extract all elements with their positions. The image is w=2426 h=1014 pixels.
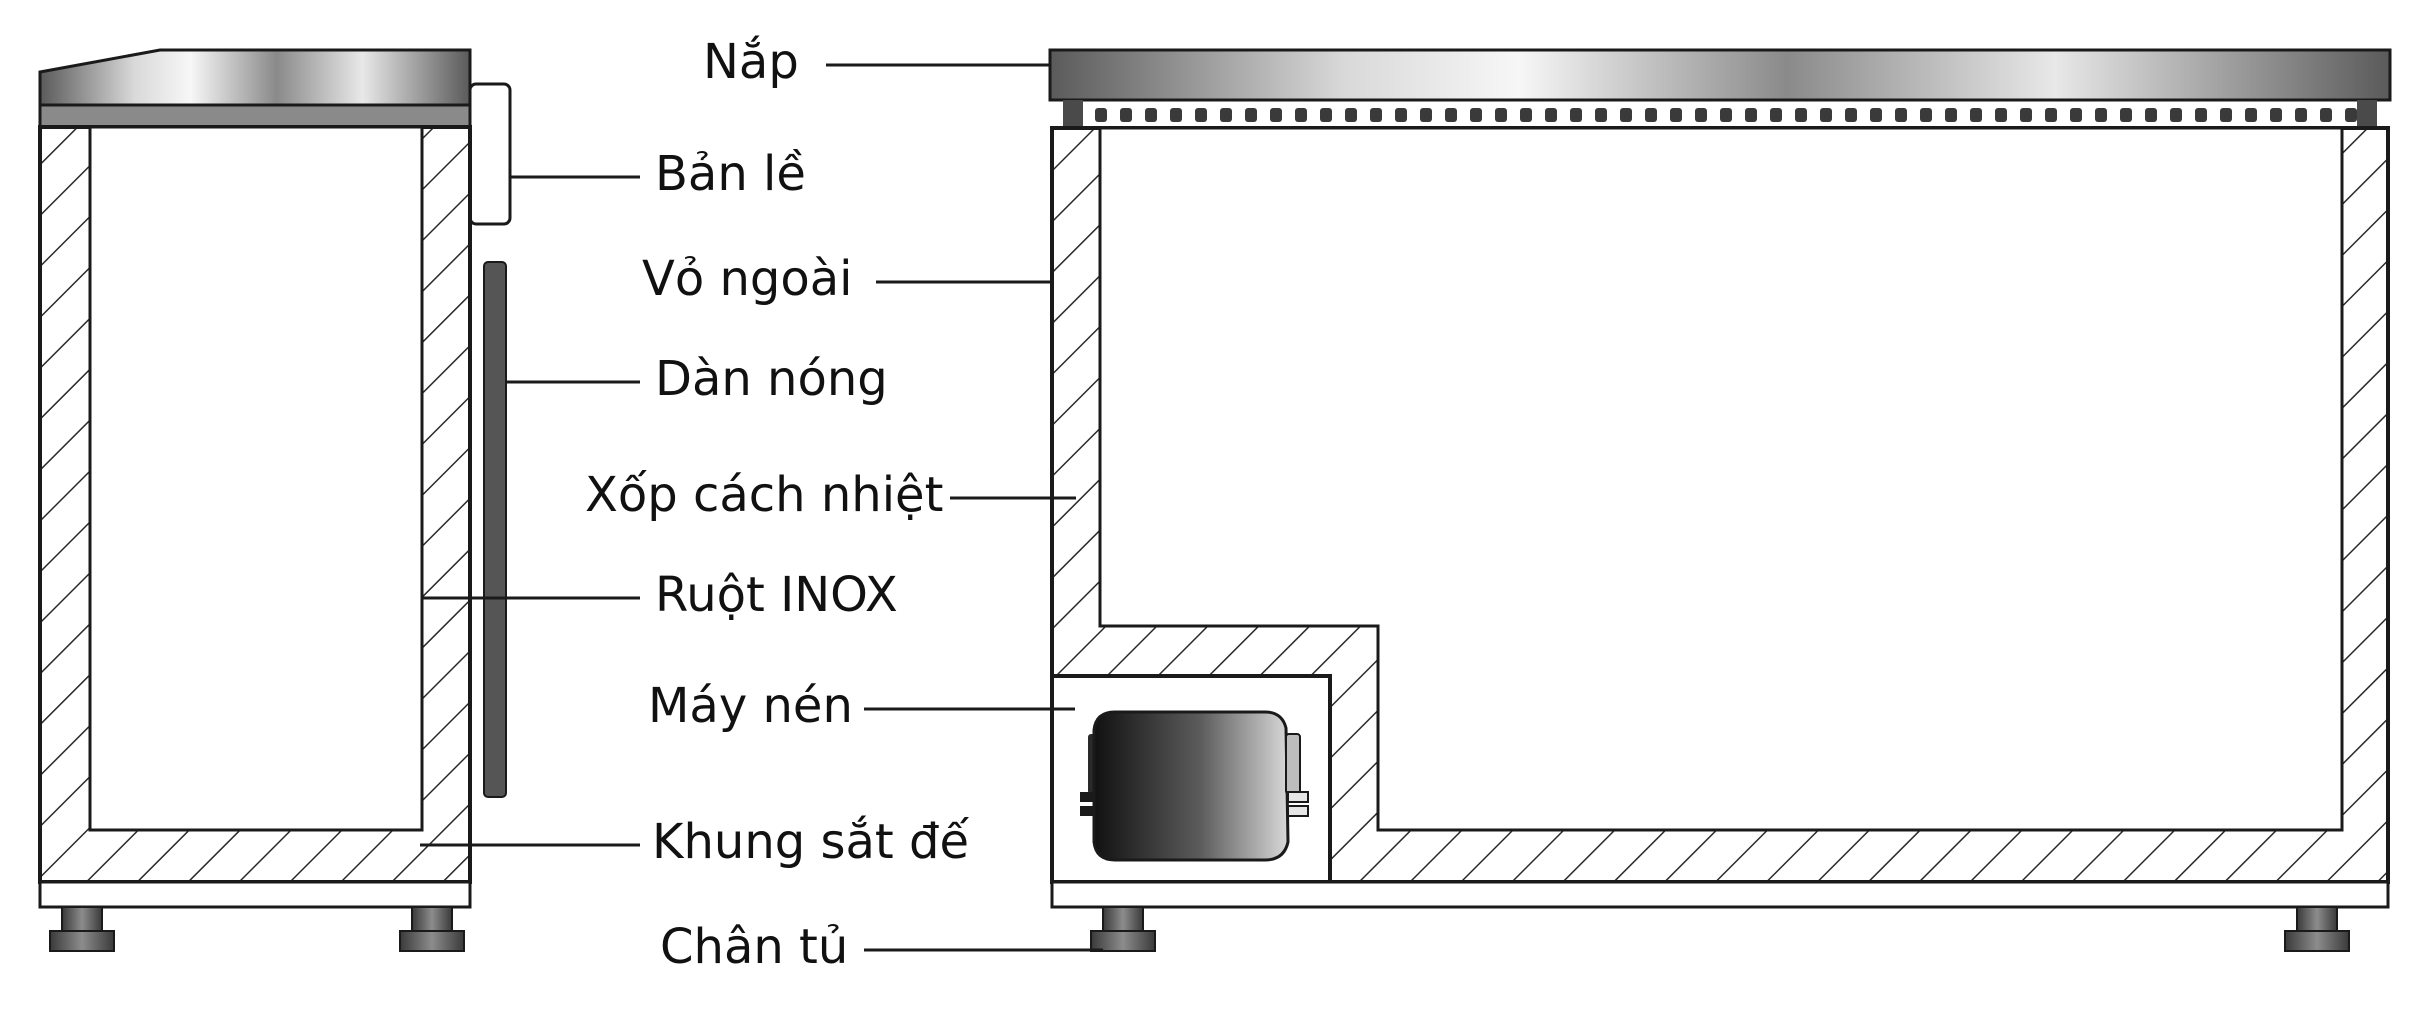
gasket-bead <box>1470 108 1482 122</box>
gasket-bead <box>2345 108 2357 122</box>
side-view <box>38 48 512 952</box>
gasket-bead <box>1545 108 1557 122</box>
gasket-bead <box>1445 108 1457 122</box>
label-compressor: Máy nén <box>648 678 853 734</box>
gasket-bead <box>2045 108 2057 122</box>
side-hinge <box>468 82 512 226</box>
gasket-bead <box>1120 108 1132 122</box>
gasket-bead <box>1970 108 1982 122</box>
front-lid-post-left <box>1063 100 1083 128</box>
gasket-bead <box>1195 108 1207 122</box>
gasket-bead <box>1795 108 1807 122</box>
gasket-bead <box>1370 108 1382 122</box>
gasket-bead <box>2320 108 2332 122</box>
label-outer-shell: Vỏ ngoài <box>642 251 853 307</box>
gasket-bead <box>2070 108 2082 122</box>
gasket-bead <box>1645 108 1657 122</box>
gasket-bead <box>1170 108 1182 122</box>
front-lid-gasket <box>1095 108 2357 122</box>
front-lid-post-right <box>2357 100 2377 128</box>
gasket-bead <box>2145 108 2157 122</box>
gasket-bead <box>1320 108 1332 122</box>
gasket-bead <box>1945 108 1957 122</box>
gasket-bead <box>1270 108 1282 122</box>
gasket-bead <box>1995 108 2007 122</box>
gasket-bead <box>2295 108 2307 122</box>
label-lid: Nắp <box>703 34 799 90</box>
gasket-bead <box>1695 108 1707 122</box>
gasket-bead <box>1845 108 1857 122</box>
gasket-bead <box>2270 108 2282 122</box>
side-lid <box>38 48 472 107</box>
gasket-bead <box>1345 108 1357 122</box>
front-lid <box>1048 48 2392 102</box>
gasket-bead <box>1395 108 1407 122</box>
label-base-frame: Khung sắt đế <box>652 814 969 870</box>
side-foot-left <box>49 906 115 952</box>
side-condenser <box>483 261 507 798</box>
front-inner-liner <box>1098 126 2344 832</box>
front-base-frame <box>1050 880 2390 909</box>
gasket-bead <box>2170 108 2182 122</box>
compressor-icon <box>1080 710 1309 862</box>
label-condenser: Dàn nóng <box>655 351 888 407</box>
label-feet: Chân tủ <box>660 919 849 975</box>
front-foot-left <box>1090 906 1156 952</box>
gasket-bead <box>1895 108 1907 122</box>
gasket-bead <box>1520 108 1532 122</box>
label-hinge: Bản lề <box>655 146 806 202</box>
gasket-bead <box>2120 108 2132 122</box>
gasket-bead <box>2195 108 2207 122</box>
gasket-bead <box>1570 108 1582 122</box>
front-foot-right <box>2284 906 2350 952</box>
gasket-bead <box>1420 108 1432 122</box>
side-lid-edge <box>38 103 472 129</box>
label-insulation-foam: Xốp cách nhiệt <box>585 467 944 523</box>
gasket-bead <box>1920 108 1932 122</box>
gasket-bead <box>1745 108 1757 122</box>
gasket-bead <box>2220 108 2232 122</box>
side-foot-right <box>399 906 465 952</box>
gasket-bead <box>1820 108 1832 122</box>
label-inox-liner: Ruột INOX <box>655 567 898 623</box>
gasket-bead <box>1295 108 1307 122</box>
side-base-frame <box>38 880 472 909</box>
gasket-bead <box>2245 108 2257 122</box>
gasket-bead <box>1870 108 1882 122</box>
gasket-bead <box>1095 108 1107 122</box>
front-view <box>1048 48 2392 952</box>
gasket-bead <box>1220 108 1232 122</box>
gasket-bead <box>2020 108 2032 122</box>
side-inner-liner <box>88 125 424 832</box>
leader-lines <box>420 63 1103 952</box>
gasket-bead <box>1495 108 1507 122</box>
gasket-bead <box>1595 108 1607 122</box>
gasket-bead <box>1770 108 1782 122</box>
gasket-bead <box>1145 108 1157 122</box>
gasket-bead <box>1670 108 1682 122</box>
gasket-bead <box>1245 108 1257 122</box>
gasket-bead <box>1620 108 1632 122</box>
gasket-bead <box>1720 108 1732 122</box>
gasket-bead <box>2095 108 2107 122</box>
